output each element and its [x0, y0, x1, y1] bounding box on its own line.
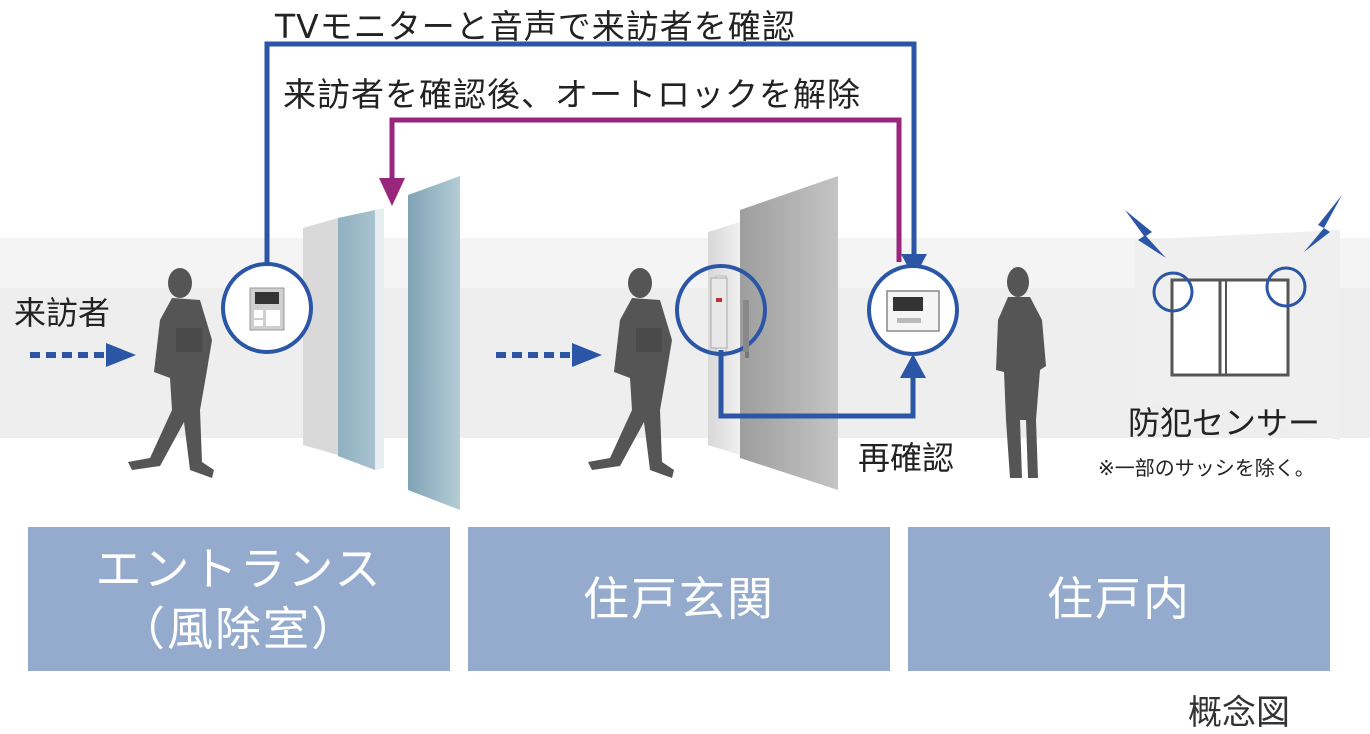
- dotted-arrow: [30, 343, 136, 367]
- entrance-intercom: [221, 262, 313, 354]
- sensor-circle-right: [1265, 266, 1307, 308]
- sensor-note: ※一部のサッシを除く。: [1098, 456, 1315, 480]
- zone-entrance: エントランス （風除室）: [28, 527, 450, 671]
- zone-entrance-line1: エントランス: [95, 542, 383, 596]
- lightning-icon: [1125, 210, 1166, 258]
- unlock-flow-line: [389, 117, 902, 262]
- recheck-flow-line: [718, 350, 916, 419]
- monitor-flow-label: TVモニターと音声で来訪者を確認: [275, 7, 796, 46]
- door-lock-detail: [675, 264, 767, 356]
- sensor-label: 防犯センサー: [1128, 404, 1321, 442]
- zone-unit-interior-line1: 住戸内: [1047, 572, 1191, 626]
- visitor-label: 来訪者: [14, 294, 111, 332]
- resident-silhouette: [996, 267, 1046, 478]
- visitor-silhouette: [588, 268, 674, 478]
- recheck-label: 再確認: [858, 439, 955, 477]
- zone-unit-interior: 住戸内: [908, 527, 1330, 671]
- dotted-arrow: [496, 343, 602, 367]
- entrance-structure: [303, 176, 460, 510]
- monitor-flow-line: [264, 41, 917, 266]
- room-monitor: [867, 264, 959, 356]
- zone-unit-entrance-line1: 住戸玄関: [583, 572, 775, 626]
- unlock-flow-label: 来訪者を確認後、オートロックを解除: [283, 75, 861, 114]
- sensor-circle-left: [1152, 271, 1194, 313]
- zone-entrance-line2: （風除室）: [119, 602, 359, 656]
- zone-unit-entrance: 住戸玄関: [468, 527, 890, 671]
- visitor-silhouette: [128, 268, 214, 478]
- caption: 概念図: [1188, 693, 1290, 733]
- lightning-icon: [1304, 195, 1342, 252]
